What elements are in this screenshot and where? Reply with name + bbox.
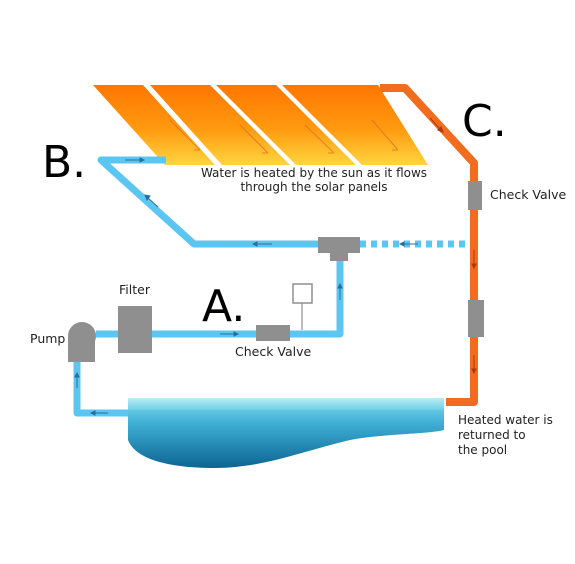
hot-water-pipe — [380, 84, 478, 406]
solar-caption-line2: through the solar panels — [240, 180, 387, 194]
label-a: A. — [202, 281, 245, 332]
check-valve-a — [256, 325, 290, 341]
filter — [118, 306, 152, 353]
check-valve-right-lower — [468, 300, 484, 337]
pump-label: Pump — [30, 331, 65, 346]
label-b: B. — [42, 137, 86, 188]
label-c: C. — [462, 96, 507, 147]
tee-valve — [318, 237, 360, 261]
return-caption-line3: the pool — [458, 443, 507, 457]
solar-panels — [93, 85, 428, 165]
solar-caption-line1: Water is heated by the sun as it flows — [201, 166, 427, 180]
return-caption-line2: returned to — [458, 428, 526, 442]
check-valve-bottom-label: Check Valve — [235, 344, 312, 359]
return-caption-line1: Heated water is — [458, 413, 553, 427]
solar-panel-2 — [150, 85, 290, 165]
solar-panel-1 — [93, 85, 215, 165]
check-valve-right-upper — [468, 181, 482, 210]
filter-label: Filter — [119, 282, 151, 297]
solar-panel-4 — [282, 85, 428, 165]
solar-panel-3 — [216, 85, 356, 165]
pump — [68, 322, 96, 362]
check-valve-right-label: Check Valve — [490, 187, 567, 202]
pool — [128, 398, 444, 468]
sensor-box-icon — [292, 283, 313, 330]
arrow-icon — [74, 157, 418, 416]
arrow-icon — [429, 117, 477, 375]
